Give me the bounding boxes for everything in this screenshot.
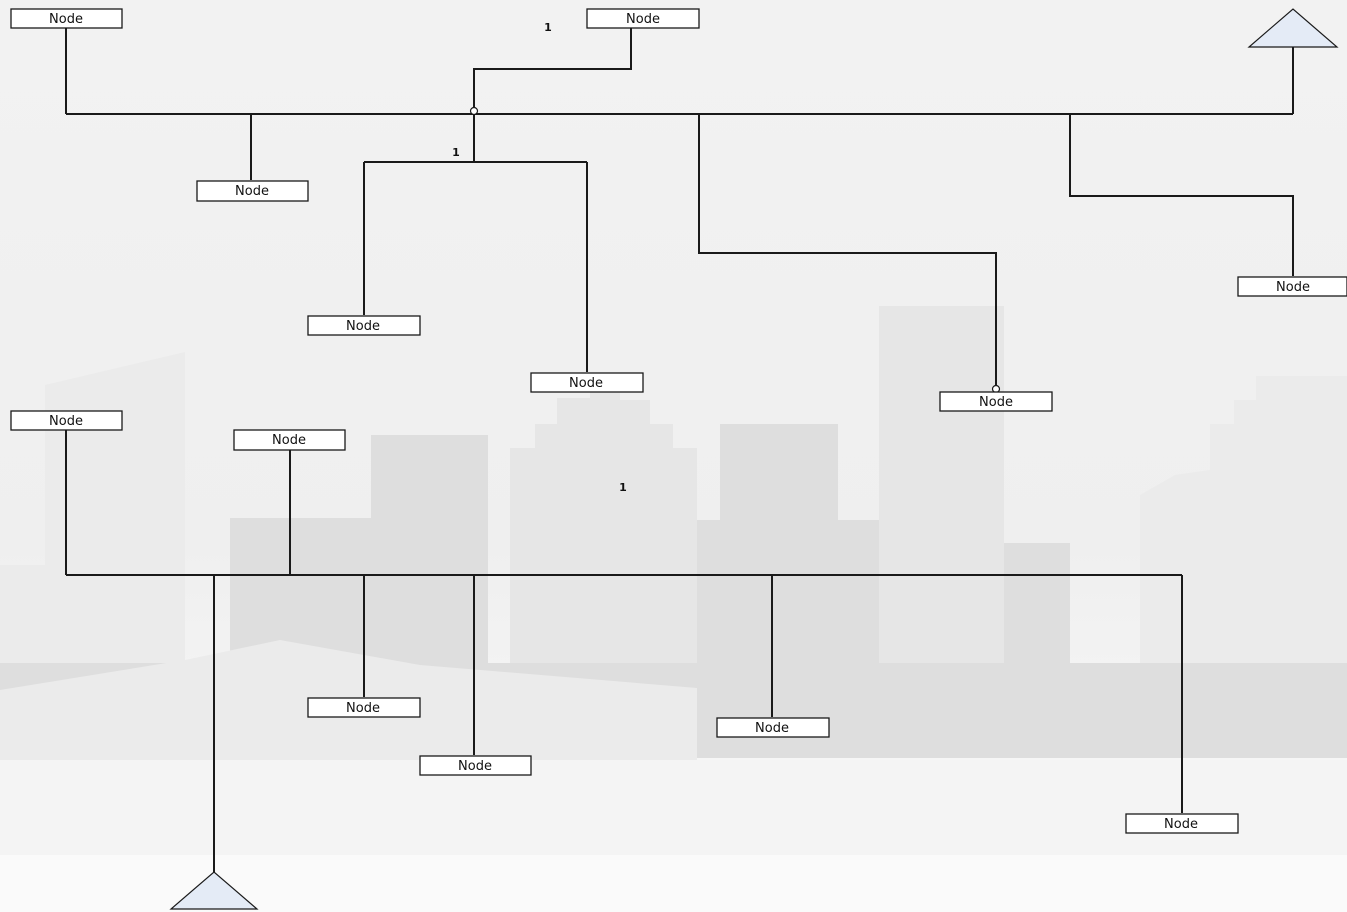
node-label: Node [755, 721, 789, 736]
tree-node[interactable]: Node [11, 411, 122, 430]
node-label: Node [569, 376, 603, 391]
node-label: Node [1276, 280, 1310, 295]
node-label: Node [1164, 817, 1198, 832]
multiplicity-label: 1 [619, 481, 627, 494]
tree-node[interactable]: Node [1238, 277, 1347, 296]
tree-node[interactable]: Node [587, 9, 699, 28]
node-label: Node [49, 12, 83, 27]
multiplicity-label: 1 [544, 21, 552, 34]
tree-node[interactable]: Node [1126, 814, 1238, 833]
tree-node[interactable]: Node [308, 698, 420, 717]
node-label: Node [979, 395, 1013, 410]
tree-node[interactable]: Node [234, 430, 345, 450]
node-label: Node [272, 433, 306, 448]
node-label: Node [346, 701, 380, 716]
tree-node[interactable]: Node [11, 9, 122, 28]
node-label: Node [458, 759, 492, 774]
tree-node[interactable]: Node [308, 316, 420, 335]
multiplicity-label: 1 [452, 146, 460, 159]
node-label: Node [346, 319, 380, 334]
node-label: Node [49, 414, 83, 429]
tree-node[interactable]: Node [420, 756, 531, 775]
node-label: Node [626, 12, 660, 27]
tree-node[interactable]: Node [197, 181, 308, 201]
tree-node[interactable]: Node [531, 373, 643, 392]
node-label: Node [235, 184, 269, 199]
aggregation-circle-icon [471, 108, 478, 115]
tree-node[interactable]: Node [940, 392, 1052, 411]
tree-node[interactable]: Node [717, 718, 829, 737]
